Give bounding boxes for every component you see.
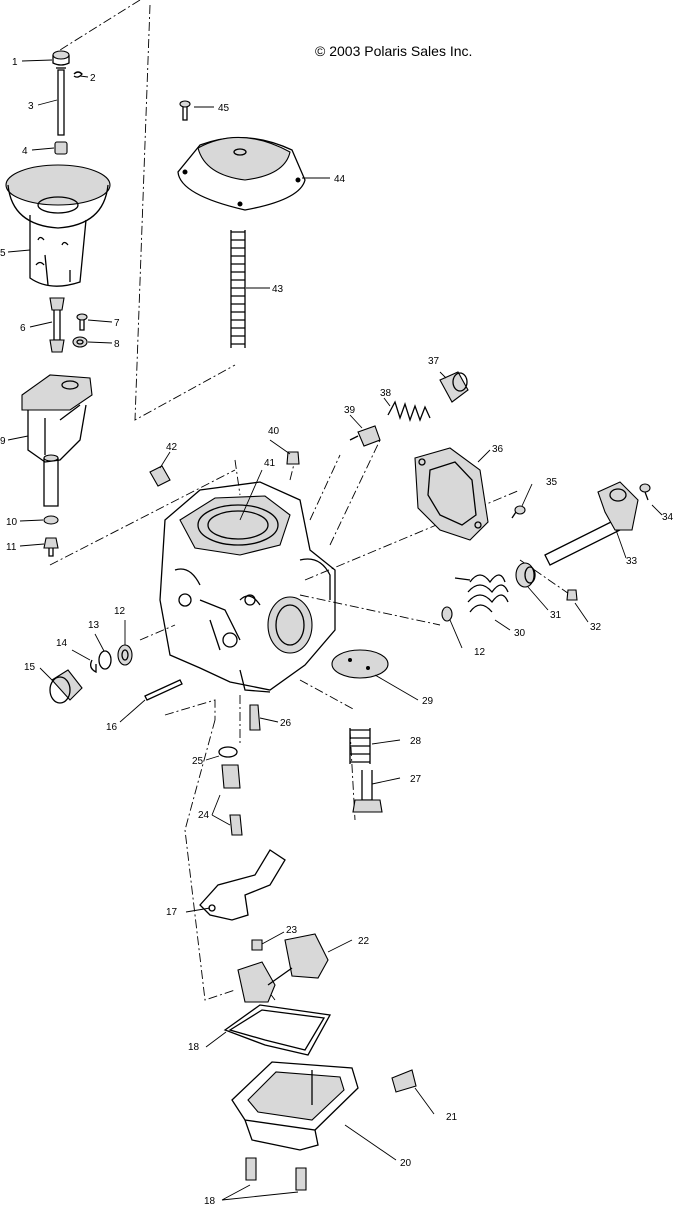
callout-labels: 1 2 3 4 5 6 7 8 9 10 11 12 12 13 14 15 1… xyxy=(0,57,673,1205)
part-4-collar xyxy=(54,141,68,155)
callout-34: 34 xyxy=(662,512,673,523)
part-9-holder xyxy=(21,374,93,463)
part-30-spring xyxy=(454,574,509,613)
part-11-bolt xyxy=(43,537,59,557)
part-17-bracket xyxy=(199,849,286,921)
callout-13: 13 xyxy=(88,620,100,631)
part-25-oring xyxy=(218,746,238,758)
callout-31: 31 xyxy=(550,610,562,621)
callout-2: 2 xyxy=(90,73,96,84)
part-39-plunger xyxy=(349,425,381,447)
callout-42: 42 xyxy=(166,442,178,453)
callout-40: 40 xyxy=(268,426,280,437)
part-2-clip xyxy=(73,71,83,78)
part-43-spring xyxy=(230,230,246,348)
callout-20: 20 xyxy=(400,1158,412,1169)
part-1-cap xyxy=(52,50,70,66)
callout-35: 35 xyxy=(546,477,558,488)
callout-33: 33 xyxy=(626,556,638,567)
callout-26: 26 xyxy=(280,718,292,729)
part-12-washer-right xyxy=(441,606,453,622)
callout-11: 11 xyxy=(6,542,17,553)
callout-28: 28 xyxy=(410,736,422,747)
callout-1: 1 xyxy=(12,57,18,68)
callout-24: 24 xyxy=(198,810,210,821)
part-33-throttle-shaft xyxy=(544,481,639,566)
callout-25: 25 xyxy=(192,756,204,767)
part-27-screw xyxy=(352,770,383,813)
callout-30: 30 xyxy=(514,628,526,639)
callout-18-screws: 18 xyxy=(204,1196,216,1205)
callout-39: 39 xyxy=(344,405,356,416)
callout-14: 14 xyxy=(56,638,68,649)
part-6-needle xyxy=(49,297,65,353)
part-22-float xyxy=(237,933,329,1003)
part-12-washer-left xyxy=(117,644,133,666)
callout-38: 38 xyxy=(380,388,392,399)
part-35-screw xyxy=(511,505,526,519)
leader-lines xyxy=(7,59,663,1201)
callout-3: 3 xyxy=(28,101,34,112)
part-10-tube xyxy=(43,454,59,525)
part-21-drain-screw xyxy=(391,1069,417,1093)
callout-18-gasket: 18 xyxy=(188,1042,200,1053)
part-34-screw xyxy=(639,483,651,501)
part-20-float-bowl xyxy=(231,1061,359,1151)
callout-27: 27 xyxy=(410,774,422,785)
part-18-gasket xyxy=(223,1004,332,1056)
part-36-gasket-plate xyxy=(414,447,489,541)
callout-12-right: 12 xyxy=(474,647,486,658)
part-14-clip xyxy=(90,659,97,674)
part-16-pin xyxy=(144,679,183,701)
callout-9: 9 xyxy=(0,436,6,447)
callout-4: 4 xyxy=(22,146,28,157)
part-37-fitting xyxy=(439,371,469,403)
part-23-screw xyxy=(251,939,263,951)
part-19-screws xyxy=(245,1157,307,1191)
callout-43: 43 xyxy=(272,284,284,295)
callout-21: 21 xyxy=(446,1112,458,1123)
part-7-screw xyxy=(76,313,88,331)
part-26-jet xyxy=(249,704,261,731)
assembly-guide-lines xyxy=(49,0,576,1001)
callout-36: 36 xyxy=(492,444,504,455)
part-44-top-cover xyxy=(177,136,306,211)
carburetor-body xyxy=(159,481,336,693)
part-38-spring xyxy=(387,400,431,423)
callout-16: 16 xyxy=(106,722,118,733)
part-28-spring xyxy=(349,728,371,764)
callout-17: 17 xyxy=(166,907,178,918)
part-40-screw xyxy=(286,451,300,465)
callout-37: 37 xyxy=(428,356,440,367)
callout-10: 10 xyxy=(6,517,18,528)
part-31-bushing xyxy=(515,562,536,588)
callout-8: 8 xyxy=(114,339,120,350)
part-5-diaphragm-slide xyxy=(5,164,111,287)
callout-23: 23 xyxy=(286,925,298,936)
callout-44: 44 xyxy=(334,174,346,185)
callout-45: 45 xyxy=(218,103,230,114)
part-13-oring xyxy=(98,650,112,670)
copyright-notice: © 2003 Polaris Sales Inc. xyxy=(315,43,472,59)
callout-6: 6 xyxy=(20,323,26,334)
part-32-screw xyxy=(566,589,578,601)
callout-32: 32 xyxy=(590,622,602,633)
part-15-cap xyxy=(49,669,83,704)
part-3-rod xyxy=(56,67,66,136)
part-24-nozzle xyxy=(221,764,243,836)
part-29-throttle-plate xyxy=(331,649,389,679)
part-8-washer xyxy=(72,336,88,348)
callout-22: 22 xyxy=(358,936,370,947)
callout-41: 41 xyxy=(264,458,276,469)
callout-12-left: 12 xyxy=(114,606,126,617)
callout-5: 5 xyxy=(0,248,6,259)
callout-7: 7 xyxy=(114,318,120,329)
callout-29: 29 xyxy=(422,696,434,707)
callout-15: 15 xyxy=(24,662,36,673)
part-42-screw xyxy=(149,465,171,487)
part-45-screw xyxy=(179,100,191,121)
